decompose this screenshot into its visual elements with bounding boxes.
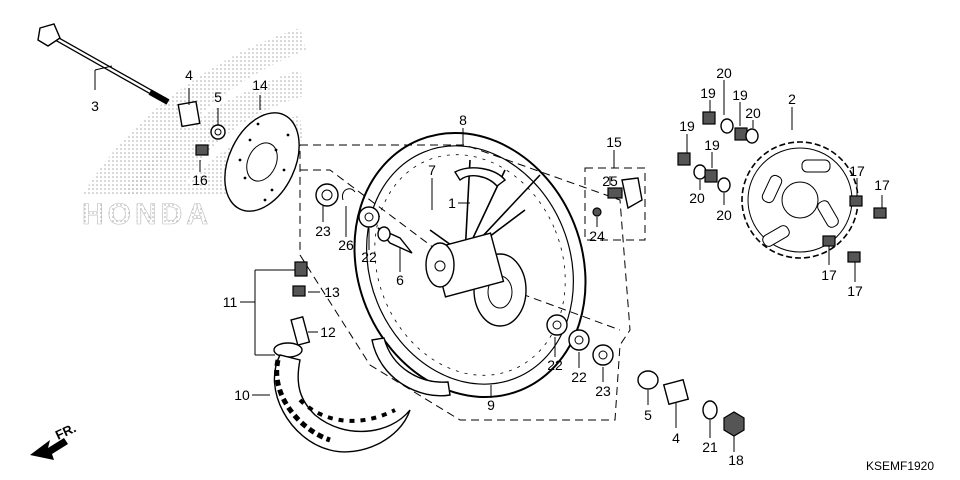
callout-10: 10 [234, 387, 250, 403]
sprocket-bolts [822, 195, 887, 263]
callout-22a: 22 [361, 249, 377, 265]
rear-tire [273, 354, 411, 453]
callout-19b: 19 [732, 87, 748, 103]
callout-22b: 22 [547, 357, 563, 373]
bolt-25 [607, 187, 623, 199]
front-marker-label: FR. [53, 420, 78, 442]
callout-19a: 19 [700, 85, 716, 101]
collar-6 [377, 226, 413, 254]
plate-15 [621, 177, 643, 210]
plate-4-lower [662, 378, 690, 406]
leader-lines [94, 65, 883, 452]
callout-25: 25 [602, 173, 618, 189]
honda-watermark-text: HONDA [82, 198, 212, 231]
callout-9: 9 [487, 397, 495, 413]
callout-7: 7 [428, 162, 436, 178]
nut-18 [723, 411, 745, 437]
valve-and-rimlock [273, 261, 311, 358]
callout-1: 1 [448, 195, 456, 211]
group-outline-inner [300, 169, 621, 331]
driven-sprocket [741, 141, 859, 259]
rear-axle [37, 23, 170, 105]
callout-6: 6 [396, 272, 404, 288]
callout-labels: 1 2 3 4 4 5 5 6 7 8 9 10 11 12 13 14 15 … [91, 65, 890, 468]
callout-4a: 4 [185, 67, 193, 83]
callout-20d: 20 [716, 207, 732, 223]
bolt-16 [195, 144, 209, 156]
diagram-code: KSEMF1920 [866, 459, 934, 473]
nut-5-lower [637, 370, 659, 390]
washer-21 [702, 400, 718, 420]
callout-20a: 20 [716, 65, 732, 81]
callout-18: 18 [728, 452, 744, 468]
callout-8: 8 [459, 112, 467, 128]
nut-24 [592, 207, 602, 217]
bearings [315, 183, 614, 366]
callout-5a: 5 [214, 89, 222, 105]
callout-13: 13 [324, 284, 340, 300]
plate-4-upper [177, 100, 201, 128]
callout-22c: 22 [571, 369, 587, 385]
callout-15: 15 [606, 134, 622, 150]
callout-24: 24 [589, 228, 605, 244]
brake-disc [224, 112, 300, 212]
callout-19d: 19 [704, 137, 720, 153]
callout-16: 16 [192, 172, 208, 188]
callout-20b: 20 [745, 105, 761, 121]
callout-21: 21 [702, 439, 718, 455]
group-outline-15 [584, 167, 646, 241]
callout-3: 3 [91, 98, 99, 114]
callout-17a: 17 [849, 163, 865, 179]
callout-5b: 5 [644, 407, 652, 423]
callout-17d: 17 [847, 283, 863, 299]
callout-23a: 23 [315, 223, 331, 239]
callout-26: 26 [338, 237, 354, 253]
callout-23b: 23 [595, 383, 611, 399]
callout-20c: 20 [689, 190, 705, 206]
callout-2: 2 [788, 91, 796, 107]
rim-band-8 [454, 167, 507, 187]
callout-17c: 17 [821, 267, 837, 283]
callout-11: 11 [223, 294, 238, 310]
front-direction-arrow: FR. [30, 420, 78, 460]
callout-17b: 17 [874, 177, 890, 193]
callout-14: 14 [252, 77, 268, 93]
callout-12: 12 [320, 324, 336, 340]
rim-band-9 [371, 337, 451, 397]
rear-wheel-rim [353, 131, 587, 399]
callout-19c: 19 [679, 118, 695, 134]
callout-4b: 4 [672, 430, 680, 446]
sprocket-nuts-washers [677, 111, 759, 193]
